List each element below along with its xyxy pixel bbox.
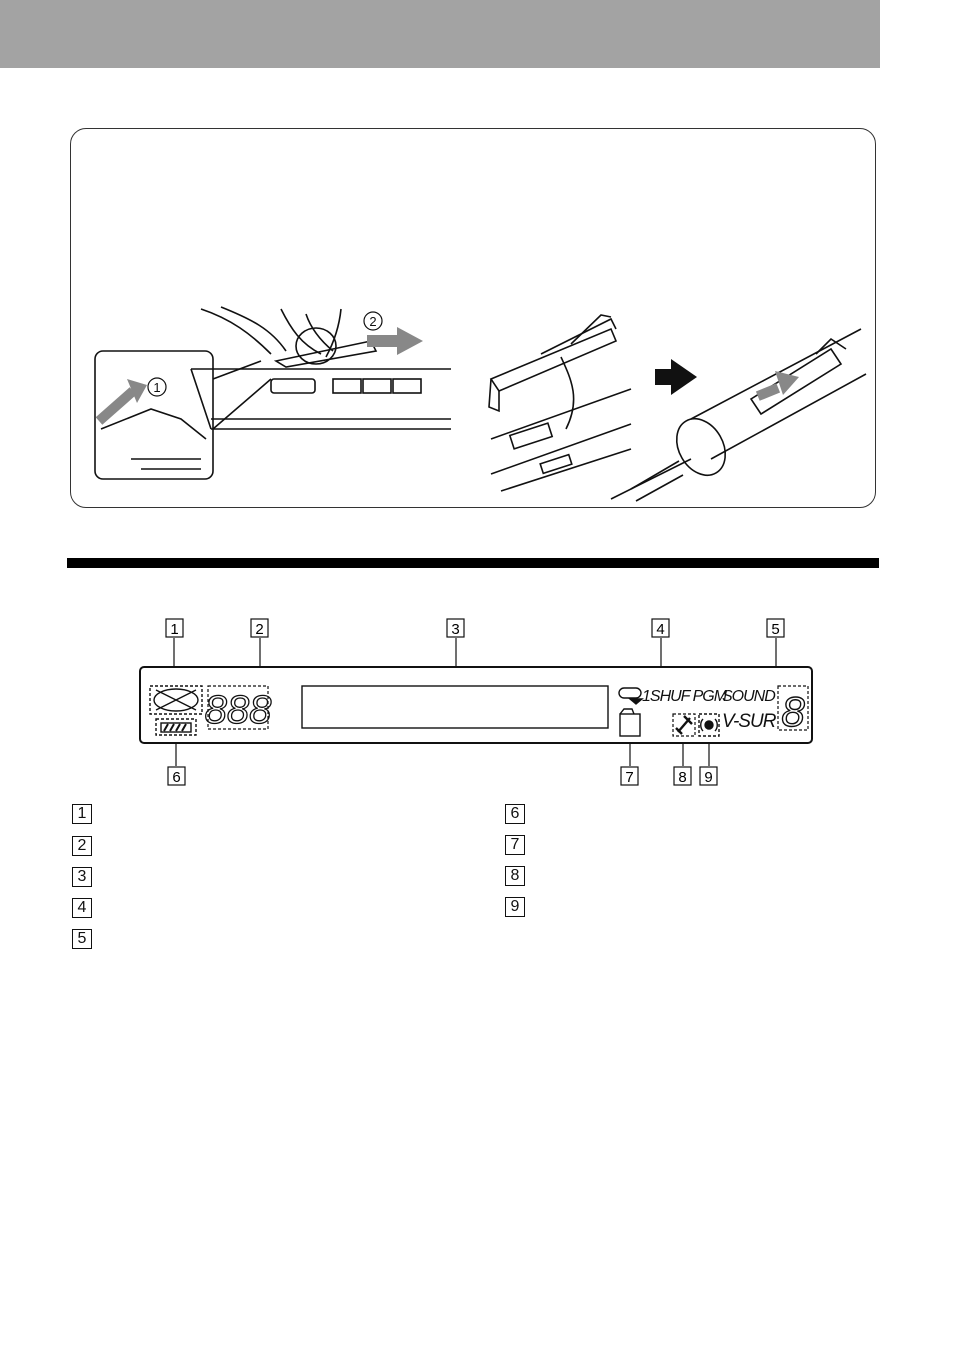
callout-2: 2: [255, 621, 263, 638]
disc-icon: [149, 685, 203, 715]
callouts-bottom: 6 7 8 9: [167, 766, 718, 786]
legend-item-4: 4: [72, 898, 92, 918]
callout-8: 8: [678, 769, 686, 786]
step-2-label: 2: [369, 314, 376, 329]
sound-level-digit: 8: [781, 688, 805, 735]
callouts-top: 1 2 3 4 5: [165, 618, 785, 638]
track-number-box: [207, 685, 269, 730]
section-rule: [67, 558, 879, 568]
callout-9: 9: [704, 769, 712, 786]
track-number-digits: 888: [205, 688, 272, 732]
sound-indicator: SOUND: [722, 688, 776, 705]
step-1-marker: [147, 377, 167, 397]
group-icon: [619, 708, 641, 737]
illustration-box: 1 2: [70, 128, 876, 508]
play-mode-indicator: 1SHUF PGM: [642, 688, 728, 705]
legend-item-7: 7: [505, 835, 525, 855]
callout-1: 1: [170, 621, 178, 638]
callout-7: 7: [625, 769, 633, 786]
clip-figure: [488, 314, 632, 492]
installation-illustration: 1 2: [94, 306, 867, 502]
callout-4: 4: [656, 621, 664, 638]
sound-level-box: [777, 685, 809, 731]
character-display: [301, 685, 609, 729]
remote-plug-icon: [672, 713, 696, 737]
next-step-arrow-head: [671, 359, 697, 395]
slide-arrow-2: [367, 335, 397, 347]
slide-arrow-2-head: [397, 327, 423, 355]
header-bar: [0, 0, 880, 68]
step-1-label: 1: [153, 380, 160, 395]
callout-6: 6: [172, 769, 180, 786]
remote-body-figure: [190, 306, 451, 430]
next-step-arrow: [655, 369, 673, 385]
lcd-display-diagram: 1 2 3 4 5 888 1SHUF PGM SOUND V-SUR 8: [139, 618, 813, 786]
legend-item-1: 1: [72, 804, 92, 824]
alarm-icon: [698, 713, 720, 737]
step-2-marker: [363, 311, 383, 331]
legend-item-9: 9: [505, 897, 525, 917]
callout-5: 5: [771, 621, 779, 638]
legend-item-8: 8: [505, 866, 525, 886]
legend-item-5: 5: [72, 929, 92, 949]
battery-icon: [155, 718, 197, 736]
vsur-indicator: V-SUR: [722, 711, 777, 732]
legend-item-2: 2: [72, 836, 92, 856]
callout-3: 3: [451, 621, 459, 638]
repeat-icon: [618, 687, 644, 705]
slide-arrow-3: [755, 383, 781, 401]
push-arrow-1-head: [127, 379, 147, 403]
slide-arrow-3-head: [775, 371, 799, 395]
legend-item-3: 3: [72, 867, 92, 887]
attached-remote-figure: [610, 328, 867, 502]
zoom-inset: [94, 350, 272, 480]
push-arrow-1: [95, 387, 137, 425]
legend-item-6: 6: [505, 804, 525, 824]
